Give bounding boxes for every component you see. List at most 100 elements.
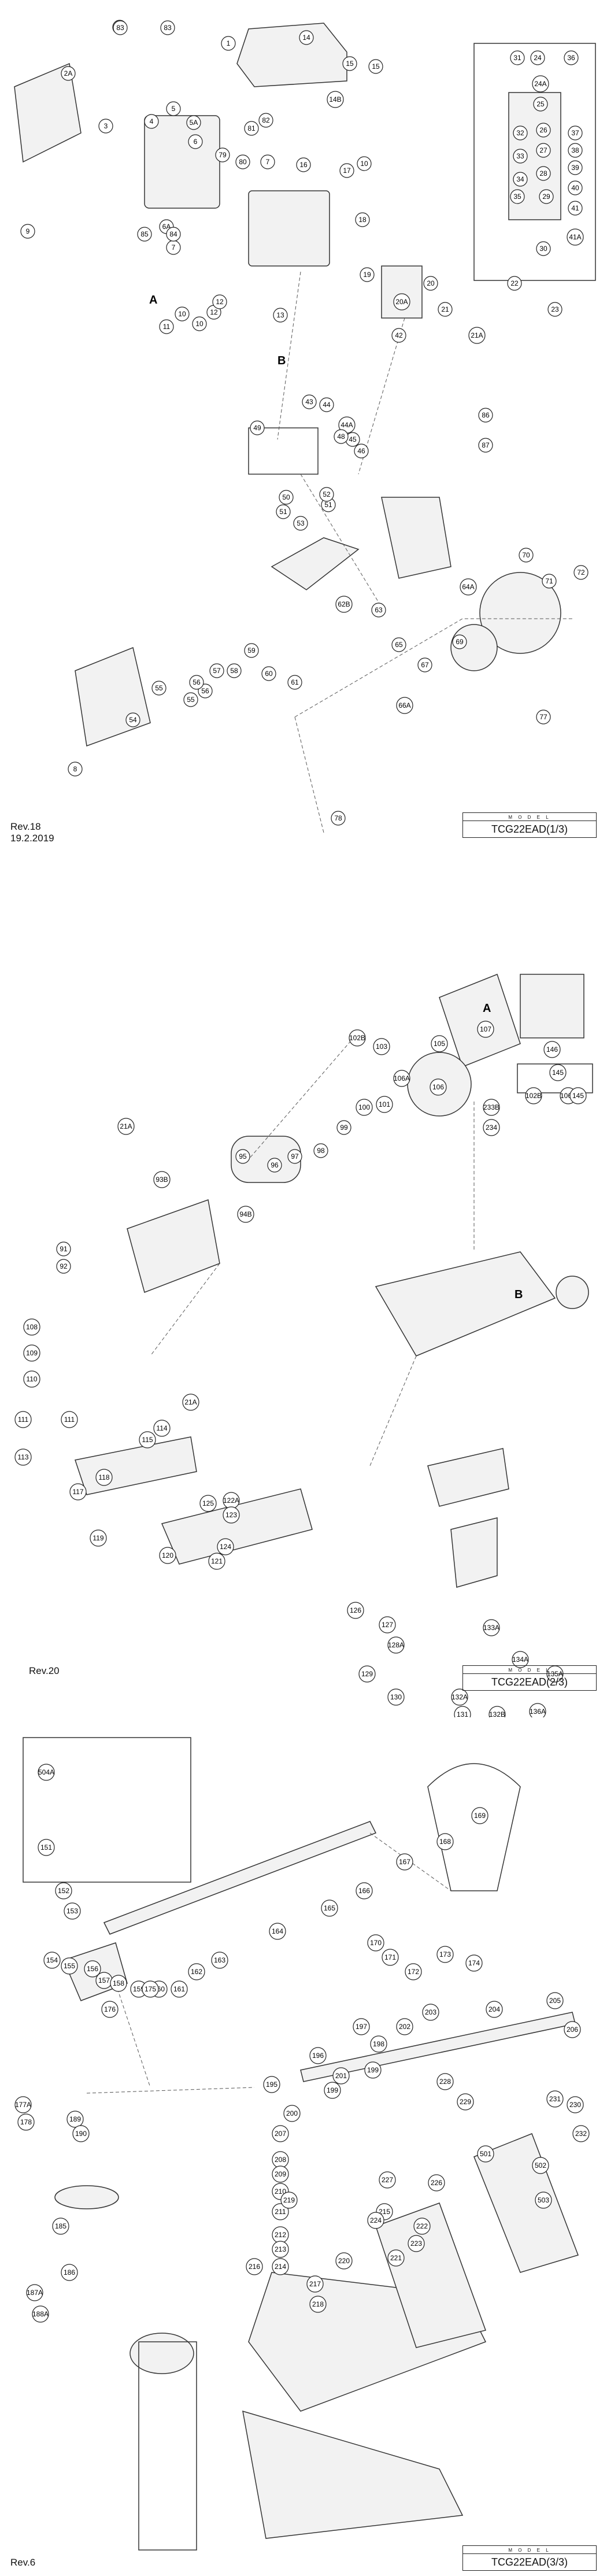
callout-circle [183,692,198,707]
part-number-callout: 106 [430,1078,447,1096]
part-number-callout: 6 [188,134,203,149]
callout-label: 212 [275,2231,286,2239]
part-number-callout: 135A [546,1665,564,1683]
callout-label: 188A [32,2310,49,2318]
callout-label: 205 [549,1997,561,2005]
part-number-callout: 21 [438,302,453,317]
callout-label: 7 [172,243,176,252]
callout-label: 55 [187,696,195,704]
callout-circle [43,1952,61,1969]
callout-label: 67 [421,661,429,669]
callout-circle [391,328,406,343]
callout-label: 8 [73,765,77,773]
part-number-callout: 41 [568,201,583,216]
part-number-callout: 173 [436,1946,454,1963]
callout-circle [32,2305,49,2323]
callout-circle [20,224,35,239]
callout-label: 84 [169,230,177,238]
part-number-callout: 122A [223,1492,240,1509]
callout-circle [532,2157,549,2174]
callout-label: 216 [249,2263,260,2271]
callout-label: 159 [133,1985,145,1993]
callout-circle [309,2047,327,2064]
callout-label: 223 [410,2239,422,2248]
revision-date: 19.2.2019 [10,833,54,844]
part-number-callout: 14 [299,30,314,45]
part-number-callout: 83 [160,20,175,35]
callout-label: 215 [379,2208,390,2216]
part-number-callout: 111 [14,1411,32,1428]
callout-circle [309,2296,327,2313]
callout-circle [396,1853,413,1871]
callout-circle [186,115,201,130]
callout-label: 35 [513,193,521,201]
part-number-callout: 20A [393,293,410,311]
callout-label: 53 [297,519,305,527]
part-number-callout: 201 [332,2067,350,2085]
reference-letter: A [483,1002,491,1015]
callout-label: 178 [20,2118,32,2126]
callout-label: 20A [395,298,408,306]
callout-label: 15 [346,60,354,68]
recoil-starter-part [479,572,561,654]
part-number-callout: 123 [223,1506,240,1524]
part-number-callout: 230 [567,2096,584,2113]
part-number-callout: 25 [533,97,548,112]
callout-label: 30 [539,245,547,253]
part-number-callout: 226 [428,2174,445,2191]
callout-circle [235,1149,250,1164]
callout-circle [113,20,128,35]
callout-circle [546,1665,564,1683]
revision-number: Rev.6 [10,2557,36,2568]
part-number-callout: 185 [52,2217,69,2235]
callout-circle [358,1665,376,1683]
callout-label: 222 [416,2222,428,2230]
callout-circle [160,20,175,35]
part-number-callout: 96 [267,1158,282,1173]
part-number-callout: 190 [72,2125,90,2142]
part-number-callout: 127 [379,1616,396,1633]
part-number-callout: 227 [379,2171,396,2189]
part-number-callout: 5 [166,101,181,116]
callout-circle [568,143,583,158]
callout-circle [189,675,204,690]
callout-label: 71 [545,577,553,585]
callout-label: 135A [547,1670,563,1678]
part-number-callout: 3 [98,119,113,134]
callout-circle [387,2249,405,2267]
callout-circle [364,2061,382,2079]
callout-circle [279,490,294,505]
callout-circle [55,1882,72,1899]
engine-base-part [427,1448,509,1507]
part-number-callout: 84 [166,227,181,242]
callout-circle [536,143,551,158]
callout-label: 65 [395,641,403,649]
callout-circle [211,1952,228,1969]
callout-label: 196 [312,2052,324,2060]
callout-label: 146 [546,1045,558,1054]
callout-label: 106 [432,1083,444,1091]
callout-circle [64,1902,81,1920]
part-number-callout: 21A [117,1118,135,1135]
callout-label: 145 [572,1092,584,1100]
revision-number: Rev.18 [10,821,41,832]
part-number-callout: 176 [101,2001,119,2018]
callout-label: 125 [202,1499,214,1507]
callout-label: 91 [60,1245,68,1253]
callout-circle [159,1547,176,1564]
callout-circle [331,811,346,826]
callout-circle [422,2004,439,2021]
callout-label: 111 [64,1415,75,1424]
callout-label: 121 [211,1557,223,1565]
callout-circle [483,1099,500,1116]
part-number-callout: 5A [186,115,201,130]
callout-circle [539,189,554,204]
callout-circle [568,125,583,141]
callout-circle [334,429,349,444]
callout-circle [272,2258,289,2275]
callout-circle [428,2174,445,2191]
callout-label: 164 [272,1927,283,1935]
callout-circle [293,516,308,531]
callout-circle [546,1992,564,2009]
callout-circle [357,156,372,171]
